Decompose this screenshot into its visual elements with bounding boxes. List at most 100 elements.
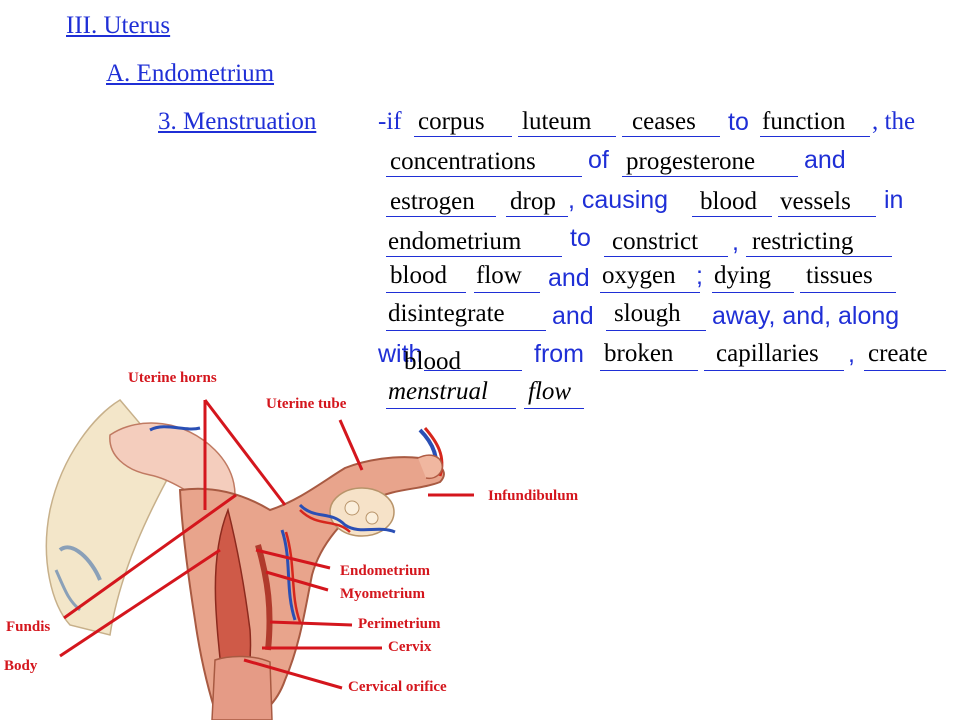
ligament-fold [58,545,102,581]
heading-menstruation: 3. Menstruation [158,108,317,135]
blank-line [386,292,466,293]
pointer-cervical-orifice [243,658,343,690]
answer-slough: slough [614,300,681,327]
blank-line [622,176,798,177]
myometrium-band [255,544,273,651]
blank-line [506,216,568,217]
word-if: -if [378,108,402,135]
answer-tissues: tissues [806,262,873,289]
vein [149,425,201,432]
blank-line [692,216,772,217]
label-uterine-tube: Uterine tube [266,396,347,412]
blank-line [518,136,616,137]
word-comma: , [732,228,739,256]
word-and: and [804,146,846,174]
word-causing: , causing [568,186,669,214]
answer-oxygen: oxygen [602,262,676,289]
answer-progesterone: progesterone [626,148,756,175]
answer-flow: flow [476,262,522,289]
pointer-fundis [63,493,237,620]
answer-concentrations: concentrations [390,148,536,175]
follicle [344,500,360,516]
blank-line [712,292,794,293]
blank-line [746,256,892,257]
label-cervix: Cervix [388,639,432,655]
answer-create: create [868,340,928,367]
follicle [365,511,379,525]
word-comma-2: , [848,340,855,368]
vein [298,503,396,534]
pointer-uterine-tube [338,419,364,471]
heading-uterus: III. Uterus [66,12,171,39]
blank-line [414,136,512,137]
vein [280,529,297,621]
label-body: Body [4,658,38,674]
answer-constrict: constrict [612,228,699,255]
blank-line [524,408,584,409]
blank-line [622,136,720,137]
blank-line [386,256,562,257]
answer-endometrium: endometrium [388,228,522,255]
answer-estrogen: estrogen [390,188,475,215]
answer-drop: drop [510,188,556,215]
blank-line [474,292,540,293]
answer-menstrual: menstrual [388,378,488,405]
blank-line [800,292,896,293]
label-fundis: Fundis [6,619,51,635]
answer-blood-2: blood [390,262,447,289]
answer-broken: broken [604,340,674,367]
label-uterine-horns: Uterine horns [128,370,217,386]
heading-endometrium: A. Endometrium [106,60,275,87]
word-and-3: and [552,302,594,330]
pointer-endometrium [255,548,331,570]
pointer-lines [59,399,474,690]
answer-blood: blood [700,188,757,215]
answer-luteum: luteum [522,108,592,135]
label-myometrium: Myometrium [340,586,425,602]
word-and-2: and [548,264,590,292]
label-cervical-orifice: Cervical orifice [348,679,447,695]
label-endometrium: Endometrium [340,563,430,579]
answer-corpus: corpus [418,108,485,135]
artery [299,509,351,533]
blank-line [704,370,844,371]
answer-capillaries: capillaries [716,340,819,367]
label-perimetrium: Perimetrium [358,616,441,632]
word-away-along: away, and, along [712,302,900,330]
word-to: to [728,108,749,136]
answer-flow-2: flow [528,378,572,405]
blank-line [386,176,582,177]
word-in: in [884,186,904,214]
answer-dying: dying [714,262,771,289]
word-to-2: to [570,224,591,252]
blank-line [606,330,706,331]
blank-line [778,216,876,217]
answer-function: function [762,108,846,135]
pointer-perimetrium [269,620,353,627]
answer-vessels: vessels [780,188,851,215]
blank-line [864,370,946,371]
blank-line [386,216,496,217]
word-from: from [534,340,584,368]
answer-blood-3: blood [404,348,461,375]
word-semicolon: ; [696,262,703,290]
blank-line [600,292,700,293]
pointer-uterine-horns-right [203,399,287,506]
pointer-body [59,548,221,658]
fimbriae [417,454,444,480]
uterus-diagram [45,399,474,720]
word-with: with [378,340,423,368]
blank-line [424,370,522,371]
blank-line [386,330,546,331]
word-comma-the: , the [872,108,916,135]
blank-line [760,136,870,137]
answer-restricting: restricting [752,228,854,255]
label-infundibulum: Infundibulum [488,488,579,504]
answer-disintegrate: disintegrate [388,300,505,327]
answer-ceases: ceases [632,108,696,135]
blank-line [600,370,698,371]
pointer-myometrium [265,570,329,592]
cervix-shape [211,655,273,720]
blank-line [386,408,516,409]
word-of: of [588,146,609,174]
